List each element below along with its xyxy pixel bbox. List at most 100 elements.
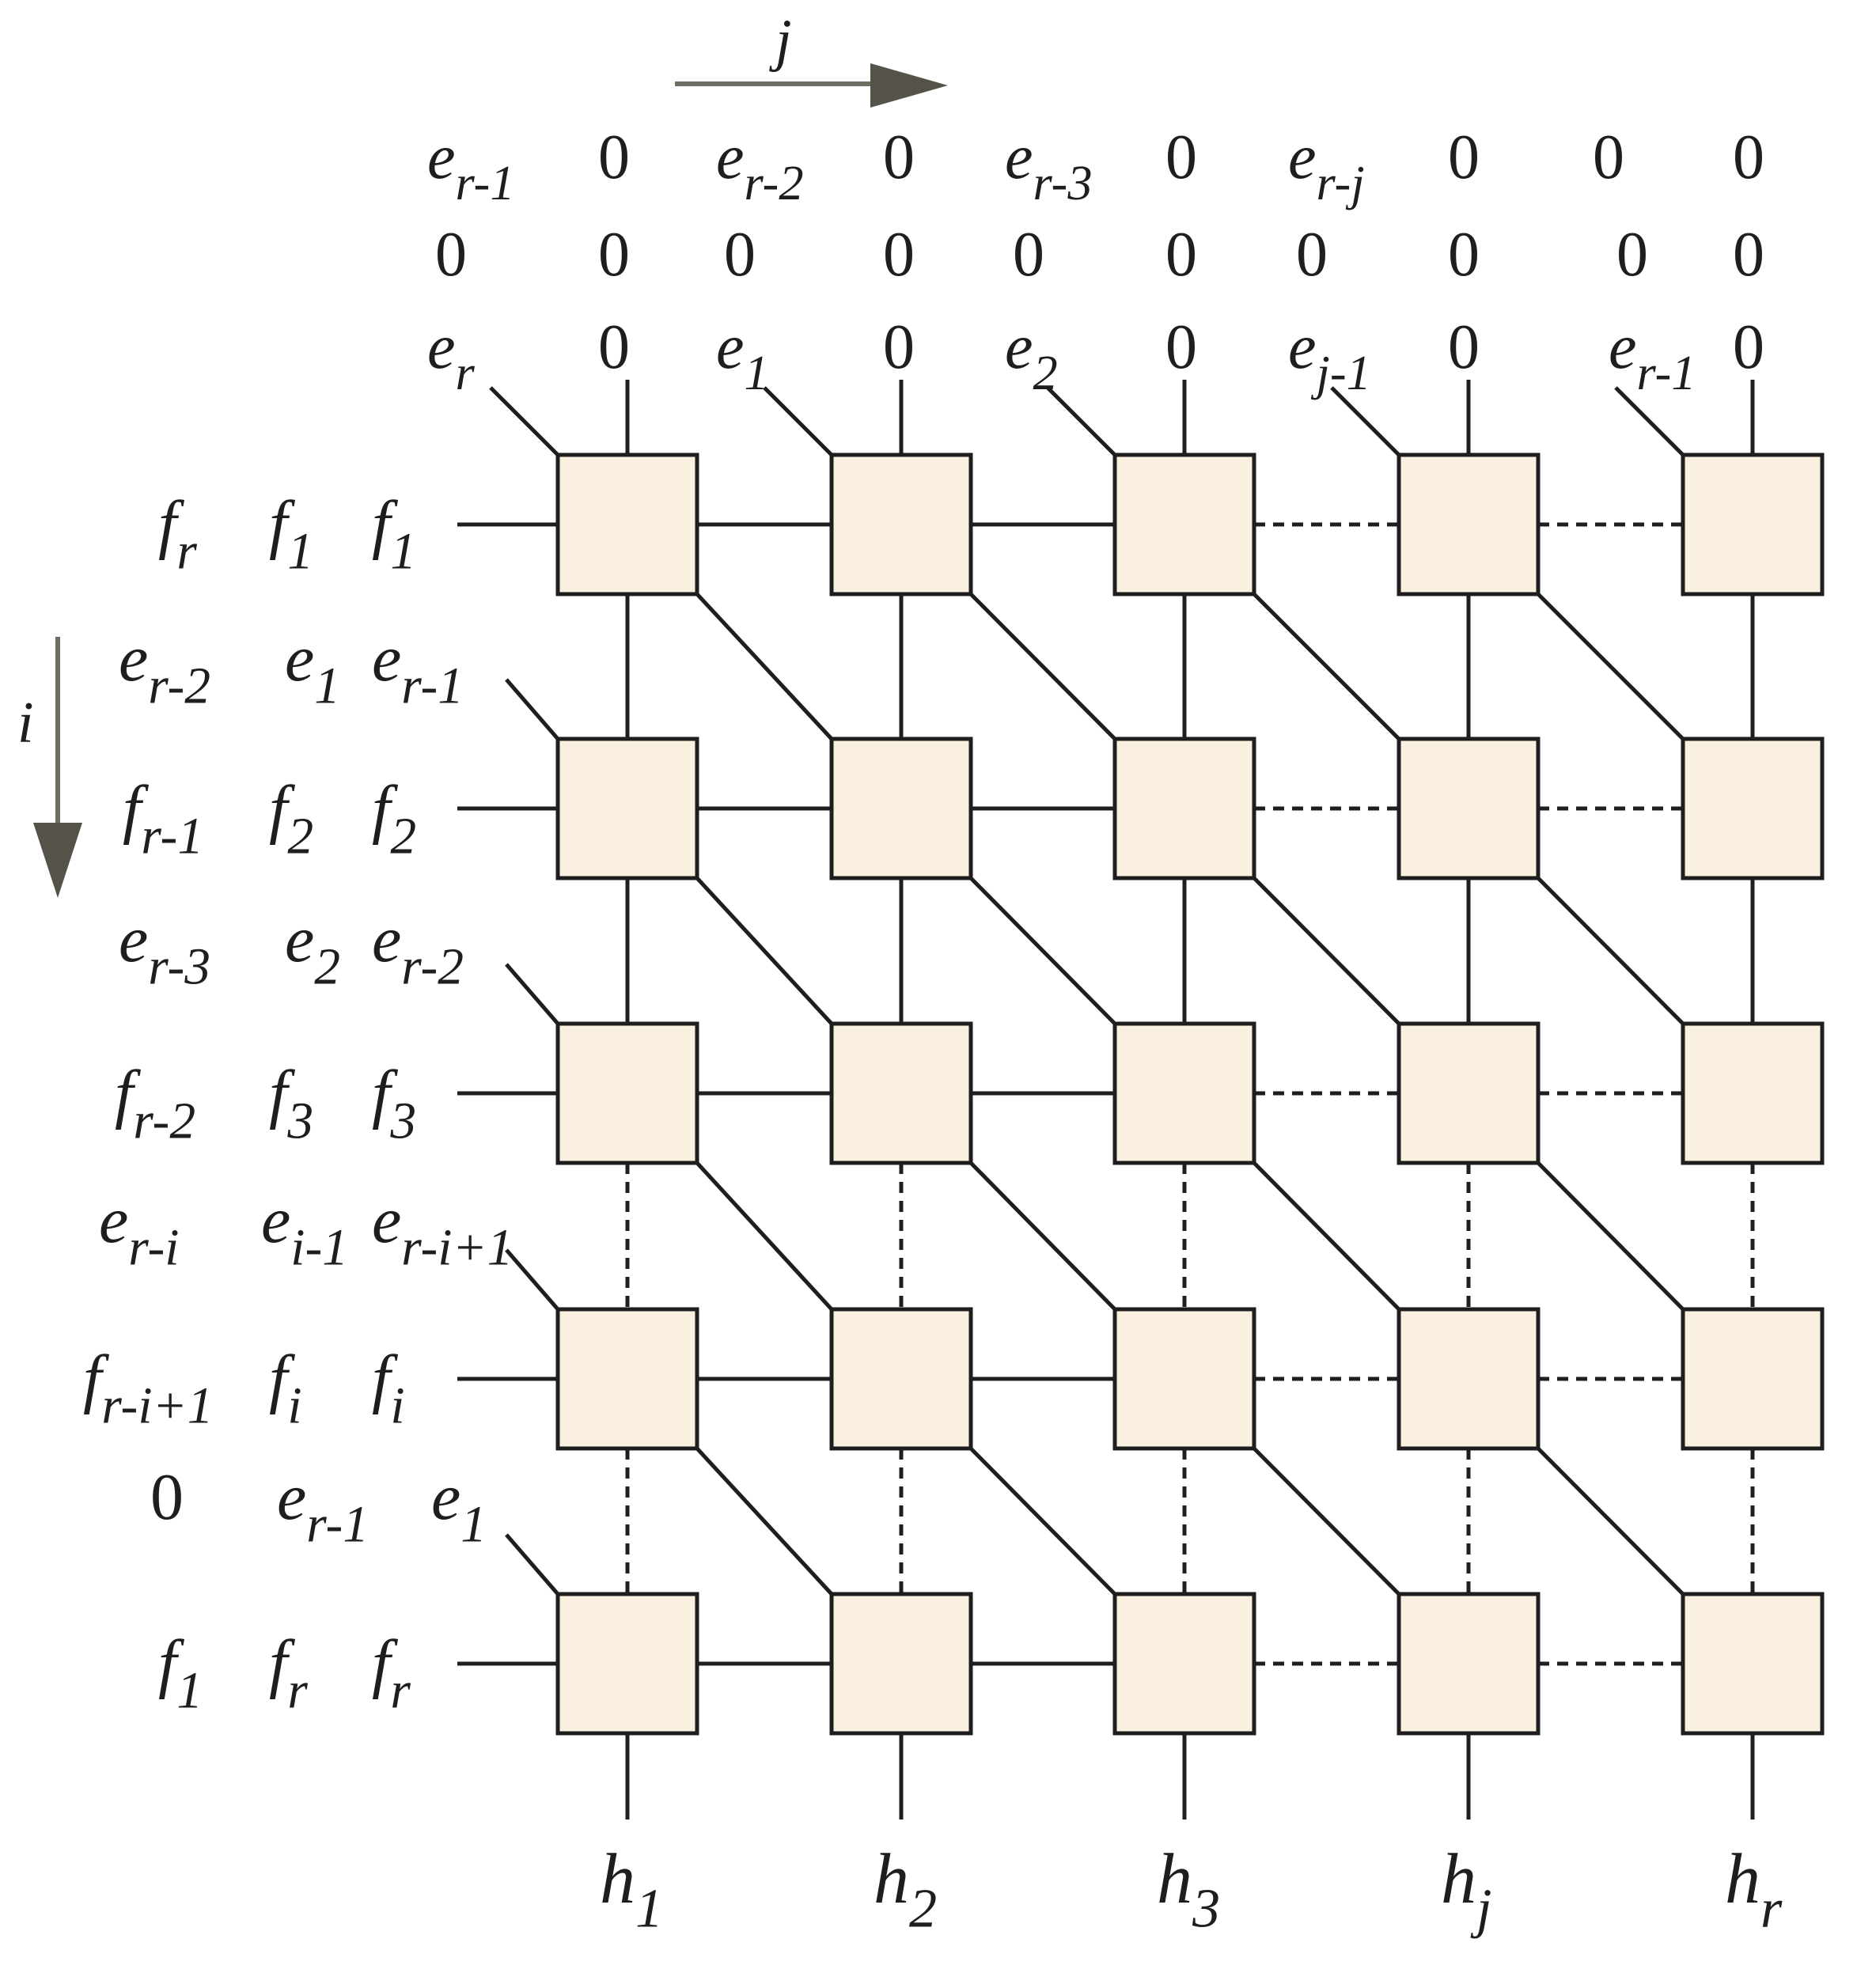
row-f-label: f1 xyxy=(158,1626,203,1720)
diag-input-wire xyxy=(1046,386,1116,456)
processing-cell xyxy=(1681,1307,1825,1451)
diagonal-wire xyxy=(969,1447,1116,1596)
row-f-label: fi xyxy=(372,1342,405,1435)
processing-cell xyxy=(1397,453,1541,596)
row-e-label: e2 xyxy=(285,903,340,996)
top-input-label: er-1 xyxy=(1609,312,1696,400)
diagonal-wire xyxy=(695,1447,833,1596)
top-input-label: 0 xyxy=(1593,123,1624,192)
processing-cell xyxy=(555,737,699,880)
row-e-label: er-i+1 xyxy=(372,1183,513,1277)
row-e-label: er-1 xyxy=(277,1460,369,1554)
row-e-label: ei-1 xyxy=(261,1183,348,1277)
i-arrow-head xyxy=(33,823,82,898)
output-label: h3 xyxy=(1157,1840,1220,1940)
processing-cell xyxy=(555,453,699,596)
diagonal-wire xyxy=(1537,1161,1685,1311)
processing-cell xyxy=(829,1307,973,1451)
diag-input-wire xyxy=(505,963,559,1025)
processing-cell xyxy=(1397,1021,1541,1165)
processing-cell xyxy=(1397,737,1541,880)
row-e-label: e1 xyxy=(431,1460,487,1554)
processing-cells xyxy=(555,453,1825,1736)
top-input-label: 0 xyxy=(598,220,630,290)
row-f-label: fr-2 xyxy=(115,1057,195,1150)
top-input-label: 0 xyxy=(1165,312,1197,382)
processing-cell xyxy=(1681,453,1825,596)
top-input-label: 0 xyxy=(598,312,630,382)
processing-cell xyxy=(829,737,973,880)
diag-input-wire xyxy=(1330,386,1400,456)
top-input-label: 0 xyxy=(883,312,915,382)
diag-input-wire xyxy=(505,678,559,740)
top-input-label: 0 xyxy=(1733,220,1764,290)
row-e-label: er-i xyxy=(99,1183,180,1277)
top-input-label: 0 xyxy=(1448,220,1480,290)
top-input-label: 0 xyxy=(1448,312,1480,382)
diag-input-wire xyxy=(489,386,559,456)
top-input-label: 0 xyxy=(1296,220,1328,290)
row-f-label: fi xyxy=(269,1342,302,1435)
connection-wires xyxy=(457,380,1755,1819)
top-input-label: 0 xyxy=(1165,220,1197,290)
diag-input-wire xyxy=(505,1248,559,1311)
top-input-label: 0 xyxy=(1448,123,1480,192)
diagonal-wire xyxy=(969,593,1116,740)
diagonal-wire xyxy=(1537,877,1685,1025)
top-input-label: 0 xyxy=(435,220,467,290)
output-label: hr xyxy=(1725,1840,1783,1940)
row-f-label: f2 xyxy=(372,772,416,865)
row-e-label: er-2 xyxy=(372,903,464,996)
row-f-label: fr xyxy=(158,487,197,581)
row-e-label: 0 xyxy=(150,1460,184,1534)
row-e-label: er-1 xyxy=(372,622,464,715)
diagonal-wire xyxy=(1537,1447,1685,1596)
diag-input-wire xyxy=(505,1533,559,1596)
processing-cell xyxy=(829,453,973,596)
row-e-label: er-2 xyxy=(119,622,210,715)
diagonal-wire xyxy=(969,1161,1116,1311)
row-f-label: fr xyxy=(372,1626,411,1720)
diagonal-wire xyxy=(695,1161,833,1311)
processing-cell xyxy=(1681,1021,1825,1165)
top-input-label: e1 xyxy=(716,312,769,400)
diag-input-wire xyxy=(1614,386,1685,456)
top-input-label: ej-1 xyxy=(1288,312,1371,400)
top-input-label: er-1 xyxy=(427,123,515,210)
i-axis-label: i xyxy=(17,691,34,755)
direction-arrows xyxy=(33,63,948,898)
top-input-label: e2 xyxy=(1005,312,1058,400)
processing-cell xyxy=(1681,737,1825,880)
diagonal-wire xyxy=(1253,1161,1400,1311)
row-f-label: fr xyxy=(269,1626,308,1720)
diagonal-wire xyxy=(1253,1447,1400,1596)
top-input-label: 0 xyxy=(1733,123,1764,192)
row-e-label: er-3 xyxy=(119,903,210,996)
processing-cell xyxy=(1112,453,1256,596)
row-f-label: fr-1 xyxy=(123,772,203,865)
diagonal-wire xyxy=(695,877,833,1025)
j-arrow-head xyxy=(870,63,948,108)
diagonal-wire xyxy=(695,593,833,740)
output-label: h2 xyxy=(874,1840,937,1940)
top-input-label: 0 xyxy=(1165,123,1197,192)
top-input-label: er-2 xyxy=(716,123,804,210)
diagonal-wire xyxy=(969,877,1116,1025)
diagonal-wire xyxy=(1537,593,1685,740)
processing-cell xyxy=(1112,737,1256,880)
row-f-label: f3 xyxy=(372,1057,416,1150)
output-label: h1 xyxy=(600,1840,663,1940)
row-f-label: f2 xyxy=(269,772,313,865)
j-axis-label: j xyxy=(769,8,792,73)
processing-cell xyxy=(1112,1307,1256,1451)
row-e-label: e1 xyxy=(285,622,340,715)
top-input-label: 0 xyxy=(1733,312,1764,382)
top-input-label: 0 xyxy=(598,123,630,192)
output-label: hj xyxy=(1441,1840,1492,1940)
top-input-label: 0 xyxy=(724,220,756,290)
diag-input-wire xyxy=(763,386,833,456)
top-input-label: 0 xyxy=(883,123,915,192)
top-input-label: er xyxy=(427,312,476,400)
